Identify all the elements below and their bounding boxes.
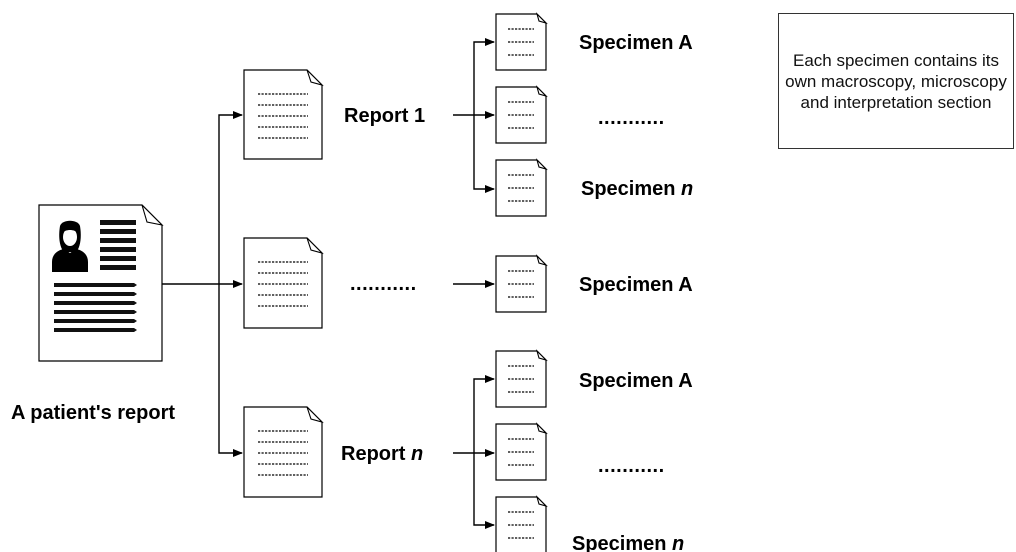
specimen-document-icon (495, 422, 548, 481)
specimen-label: Specimen n (572, 533, 684, 552)
specimen-label: Specimen n (581, 178, 693, 200)
report-document-icon (243, 237, 324, 329)
specimen-document-icon (495, 158, 548, 217)
patient-to-reports-connectors (162, 111, 243, 457)
specimen-label: Specimen A (579, 274, 693, 296)
specimen-ellipsis: ........... (598, 455, 665, 477)
report-ellipsis: ........... (350, 273, 417, 295)
patient-report-label: A patient's report (11, 402, 175, 424)
specimen-note-text: Each specimen contains its own macroscop… (785, 50, 1007, 112)
specimen-document-icon (495, 495, 548, 552)
report-document-icon (243, 69, 324, 160)
patient-report-document-icon (38, 204, 164, 362)
specimen-document-icon (495, 85, 548, 144)
report-label: Report 1 (344, 105, 425, 127)
specimen-ellipsis: ........... (598, 107, 665, 129)
report-to-specimens-connectors (453, 38, 495, 529)
report-label: Report n (341, 443, 423, 465)
specimen-note-box: Each specimen contains its own macroscop… (778, 13, 1014, 149)
patient-report-header-lines (100, 220, 136, 270)
specimen-document-icon (495, 12, 548, 71)
specimen-label: Specimen A (579, 32, 693, 54)
specimen-document-icon (495, 349, 548, 408)
report-document-icon (243, 406, 324, 498)
specimen-document-icon (495, 254, 548, 313)
patient-report-body-lines (54, 283, 137, 332)
patient-avatar-icon (52, 220, 88, 272)
specimen-label: Specimen A (579, 370, 693, 392)
